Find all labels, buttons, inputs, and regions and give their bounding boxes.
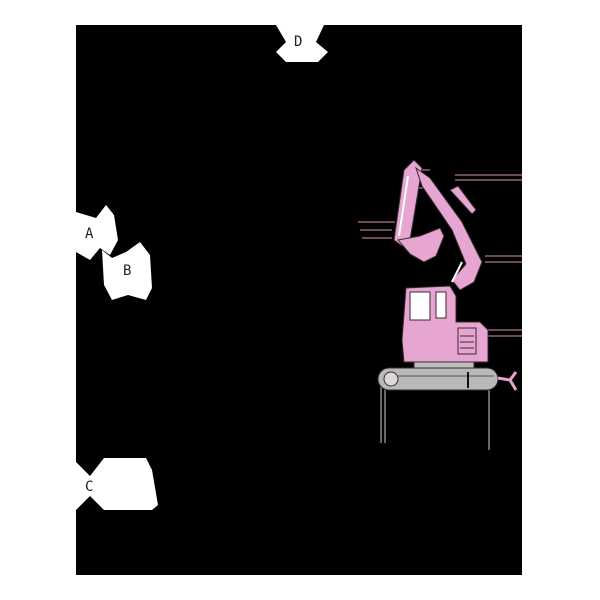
- label-shape-a: [76, 205, 118, 260]
- label-b: B: [123, 263, 132, 279]
- label-shape-b: [102, 242, 152, 300]
- label-c: C: [85, 479, 94, 495]
- ground-leader-lines: [380, 386, 490, 450]
- label-d: D: [294, 34, 303, 50]
- label-shape-c: [76, 458, 158, 510]
- excavator-illustration: [377, 159, 518, 391]
- label-shape-d: [276, 25, 328, 62]
- label-a: A: [85, 226, 94, 242]
- dimension-lines: [358, 169, 522, 337]
